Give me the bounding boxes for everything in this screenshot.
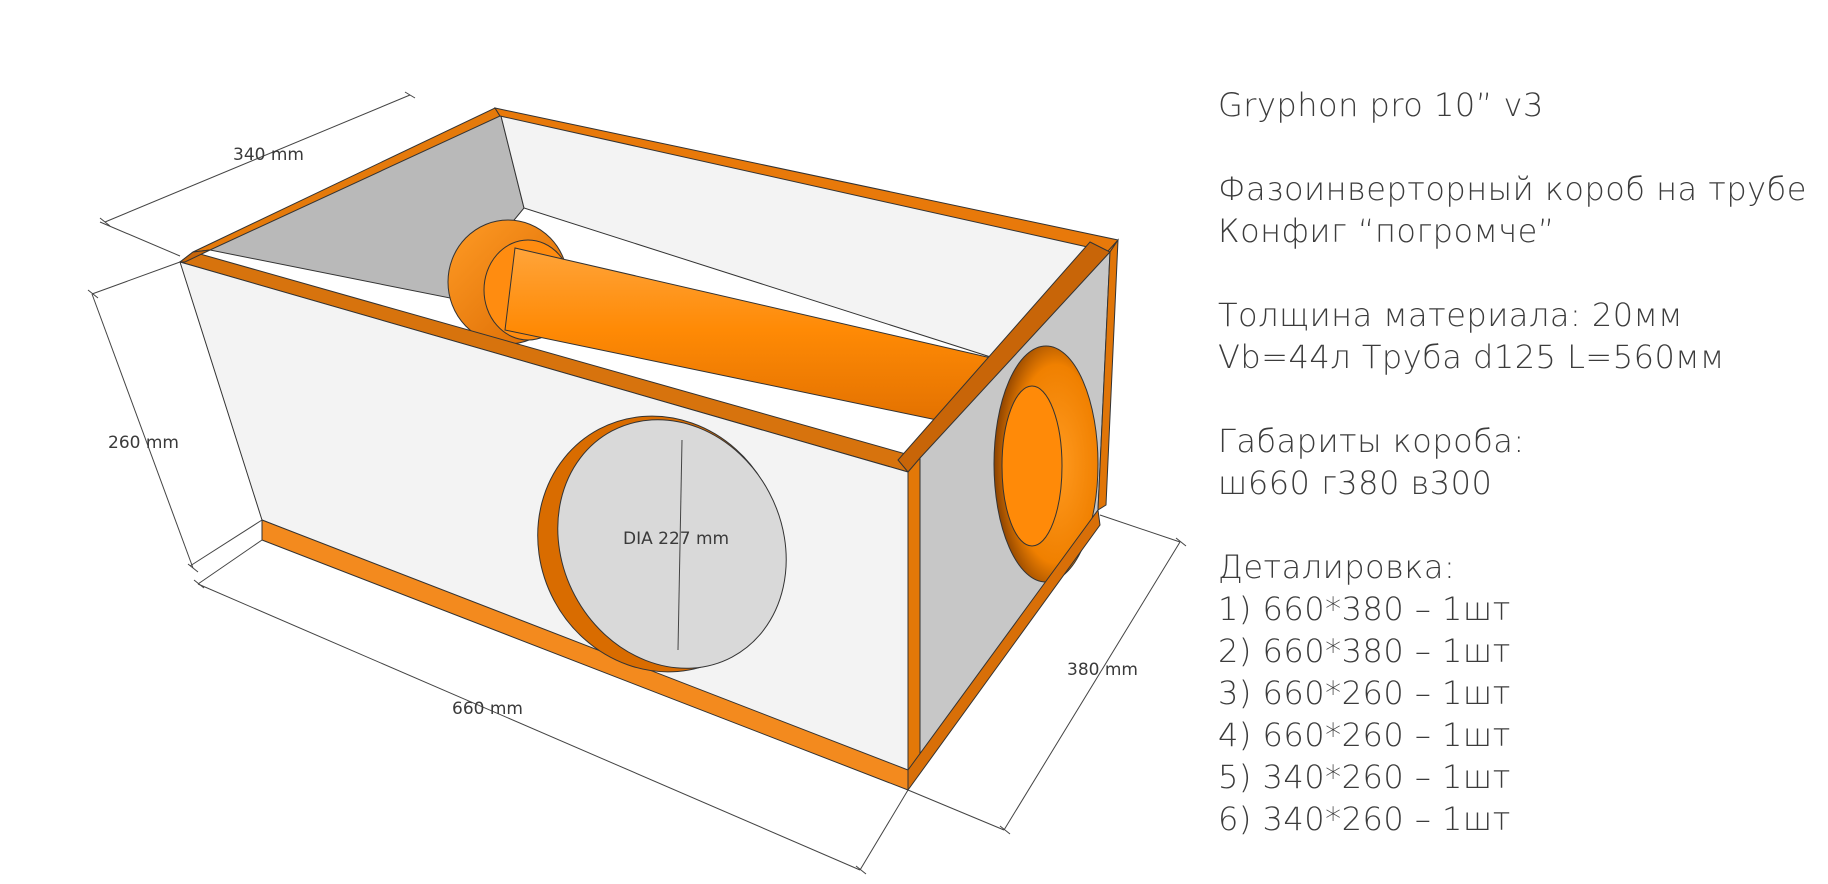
dimension-lines <box>87 91 1187 875</box>
note-line-6: ш660 г380 в300 <box>1218 464 1493 502</box>
part-item: 1) 660*380 – 1шт <box>1218 590 1511 628</box>
right-side-outer-edge <box>1097 238 1119 511</box>
note-line-7: Деталировка: <box>1218 548 1456 586</box>
part-item: 4) 660*260 – 1шт <box>1218 716 1511 754</box>
port-opening-inner <box>1001 385 1063 547</box>
driver-hole-label: DIA 227 mm <box>623 529 729 549</box>
dim-340-label: 340 mm <box>233 145 304 165</box>
note-line-4: Vb=44л Труба d125 L=560мм <box>1218 338 1725 376</box>
part-item: 2) 660*380 – 1шт <box>1218 632 1511 670</box>
bottom-right-edge <box>907 508 1101 792</box>
title: Gryphon pro 10” v3 <box>1218 86 1544 124</box>
spec-notes: Gryphon pro 10” v3 Фазоинверторный короб… <box>1218 84 1818 840</box>
left-top-edge-outer <box>178 249 211 263</box>
note-line-3: Толщина материала: 20мм <box>1218 296 1683 334</box>
dim-660-label: 660 mm <box>452 699 523 719</box>
dim-260-label: 260 mm <box>108 433 179 453</box>
dim-380-label: 380 mm <box>1067 660 1138 680</box>
part-item: 6) 340*260 – 1шт <box>1218 800 1511 838</box>
note-line-2: Конфиг “погромче” <box>1218 212 1555 250</box>
driver-diameter-line <box>677 439 683 651</box>
note-line-5: Габариты короба: <box>1218 422 1525 460</box>
driver-hole <box>557 419 787 669</box>
part-item: 5) 340*260 – 1шт <box>1218 758 1511 796</box>
front-right-edge <box>907 456 921 786</box>
part-item: 3) 660*260 – 1шт <box>1218 674 1511 712</box>
note-line-1: Фазоинверторный короб на трубе <box>1218 170 1807 208</box>
